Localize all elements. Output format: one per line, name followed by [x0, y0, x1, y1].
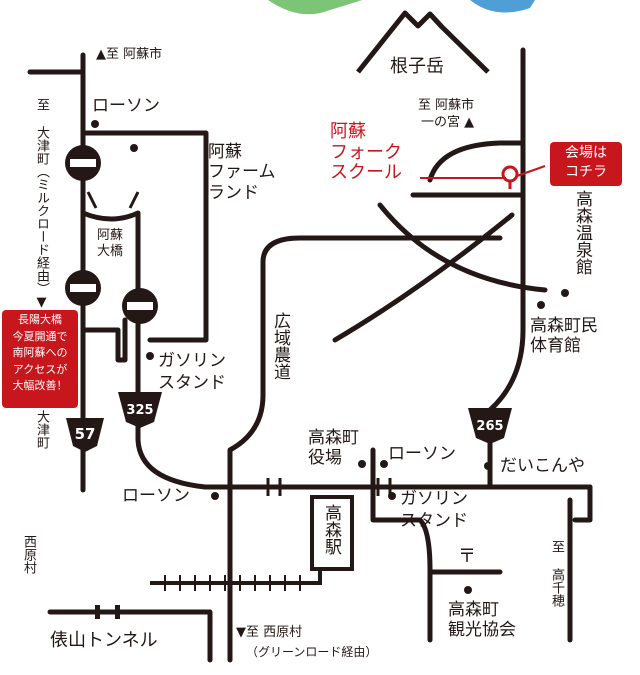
station-box [310, 495, 354, 571]
poi-dots [91, 120, 569, 594]
road-school-loop [427, 140, 526, 183]
tourism-label: 高森町観光協会 [448, 600, 516, 641]
to-nishihara-left-label: 西原村 [21, 535, 36, 574]
road-diagonal [332, 212, 515, 343]
to-otsu-label: 大津町 [34, 410, 49, 449]
mountain-label: 根子岳 [390, 56, 444, 77]
town-office-label: 高森町役場 [308, 428, 359, 469]
to-otsu-milk-label: 至 大津町（ミルクロード経由）▼ [34, 98, 49, 310]
venue-pin-icon [420, 165, 546, 189]
mountain-icon [356, 10, 490, 74]
gas-right-label: ガソリンスタンド [400, 489, 468, 532]
to-takachiho-label: 至 高千穂 [549, 540, 564, 607]
lawson-mid-label: ローソン [388, 444, 456, 464]
lawson-top-label: ローソン [92, 96, 160, 116]
road-tunnel [47, 609, 213, 663]
road-lawson-top [80, 130, 209, 343]
traffic-signal-icon [65, 145, 158, 324]
daikonya-label: だいこんや [500, 456, 585, 476]
to-aso-label: ▲至 阿蘇市 [96, 47, 163, 62]
to-nishihara-bottom-label: ▼至 西原村 [236, 625, 303, 640]
road-station [370, 447, 433, 643]
lawson-bottom-label: ローソン [122, 486, 190, 506]
station-label: 高森駅 [321, 504, 341, 555]
svg-text:325: 325 [126, 403, 153, 418]
road-265 [487, 47, 526, 490]
gas-left-label: ガソリンスタンド [158, 351, 226, 394]
railway [150, 555, 322, 591]
water-decoration [470, 0, 535, 13]
road-bridge [80, 210, 141, 383]
route-shield-325: 325 [118, 392, 162, 428]
venue-badge: 会場はコチラ [550, 142, 622, 186]
road-east-curve [377, 202, 548, 293]
route-shield-265: 265 [468, 408, 512, 444]
post-office-icon: 〒 [458, 546, 476, 567]
route-shield-57: 57 [66, 418, 104, 452]
notice-badge: 長陽大橋今夏開通で南阿蘇へのアクセスが大幅改善！ [2, 310, 78, 408]
road-koiki [227, 235, 503, 663]
farmland-label: 阿蘇ファームランド [208, 142, 276, 203]
svg-text:265: 265 [476, 419, 503, 434]
to-aso-ichinomiya-label: 至 阿蘇市一の宮 ▲ [418, 98, 475, 130]
green-road-label: （グリーンロード経由） [246, 645, 378, 659]
road-325 [135, 377, 593, 490]
bridge-marks [86, 191, 392, 496]
gym-label: 高森町民体育館 [530, 316, 598, 357]
school-label: 阿蘇フォークスクール [330, 121, 402, 184]
grass-decoration [268, 0, 362, 15]
road-notice-loop [80, 317, 128, 363]
onsen-label: 高森温泉館 [572, 190, 592, 275]
svg-text:57: 57 [75, 425, 96, 443]
tunnel-marks [95, 605, 120, 619]
aso-bridge-label: 阿蘇大橋 [97, 228, 124, 259]
koiki-road-label: 広域農道 [270, 312, 290, 380]
tunnel-label: 俵山トンネル [50, 630, 158, 651]
road-south [572, 484, 593, 523]
